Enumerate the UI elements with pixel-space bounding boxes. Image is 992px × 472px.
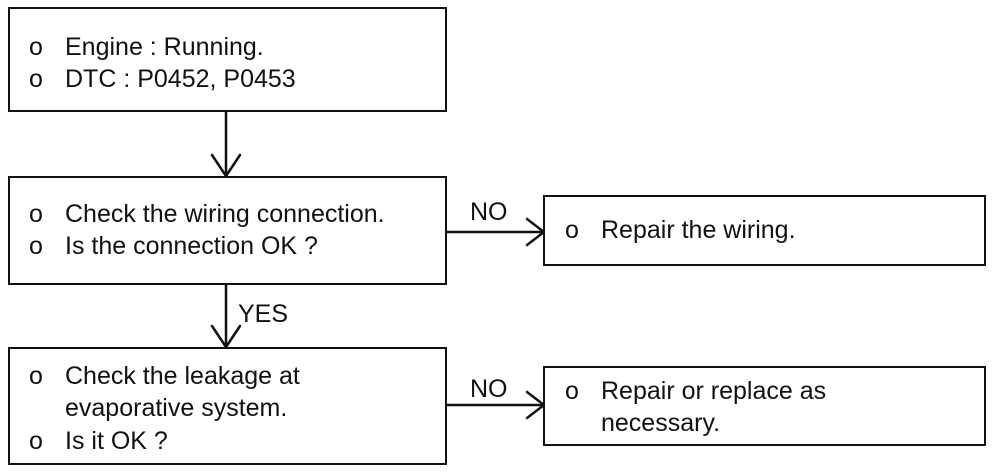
wiring-check-item-1: o Check the wiring connection. <box>29 198 385 230</box>
repair-wiring-box <box>543 195 986 266</box>
leakage-check-text: evaporative system. <box>65 394 288 422</box>
leakage-check-item-1: o Check the leakage at <box>29 360 300 392</box>
yes-label: YES <box>238 300 289 328</box>
start-item-2: o DTC : P0452, P0453 <box>29 63 296 95</box>
bullet-mark: o <box>29 427 43 455</box>
wiring-check-text: Is the connection OK ? <box>65 232 318 260</box>
repair-wiring-text: Repair the wiring. <box>601 216 796 244</box>
repair-wiring-item: o Repair the wiring. <box>565 214 796 246</box>
bullet-mark: o <box>565 377 579 405</box>
bullet-mark: o <box>29 33 43 61</box>
leakage-check-item-2: o Is it OK ? <box>29 425 168 457</box>
repair-replace-box <box>543 366 986 446</box>
leakage-check-text: Is it OK ? <box>65 427 168 455</box>
bullet-mark: o <box>29 362 43 390</box>
bullet-mark: o <box>29 200 43 228</box>
bullet-mark: o <box>29 65 43 93</box>
repair-replace-item: o Repair or replace as <box>565 375 826 407</box>
no-label-wiring: NO <box>470 198 508 226</box>
no-label-leakage: NO <box>470 375 508 403</box>
leakage-check-box <box>8 347 447 465</box>
start-box <box>8 7 447 112</box>
wiring-check-item-2: o Is the connection OK ? <box>29 230 318 262</box>
leakage-check-text: Check the leakage at <box>65 362 300 390</box>
repair-replace-continuation: necessary. <box>601 407 720 439</box>
start-item-text: Engine : Running. <box>65 33 264 61</box>
bullet-mark: o <box>565 216 579 244</box>
wiring-check-box <box>8 176 447 285</box>
repair-replace-text: Repair or replace as <box>601 377 827 405</box>
leakage-check-continuation: evaporative system. <box>65 392 287 424</box>
repair-replace-text: necessary. <box>601 409 721 437</box>
wiring-check-text: Check the wiring connection. <box>65 200 385 228</box>
bullet-mark: o <box>29 232 43 260</box>
start-item-text: DTC : P0452, P0453 <box>65 65 296 93</box>
start-item-1: o Engine : Running. <box>29 31 264 63</box>
